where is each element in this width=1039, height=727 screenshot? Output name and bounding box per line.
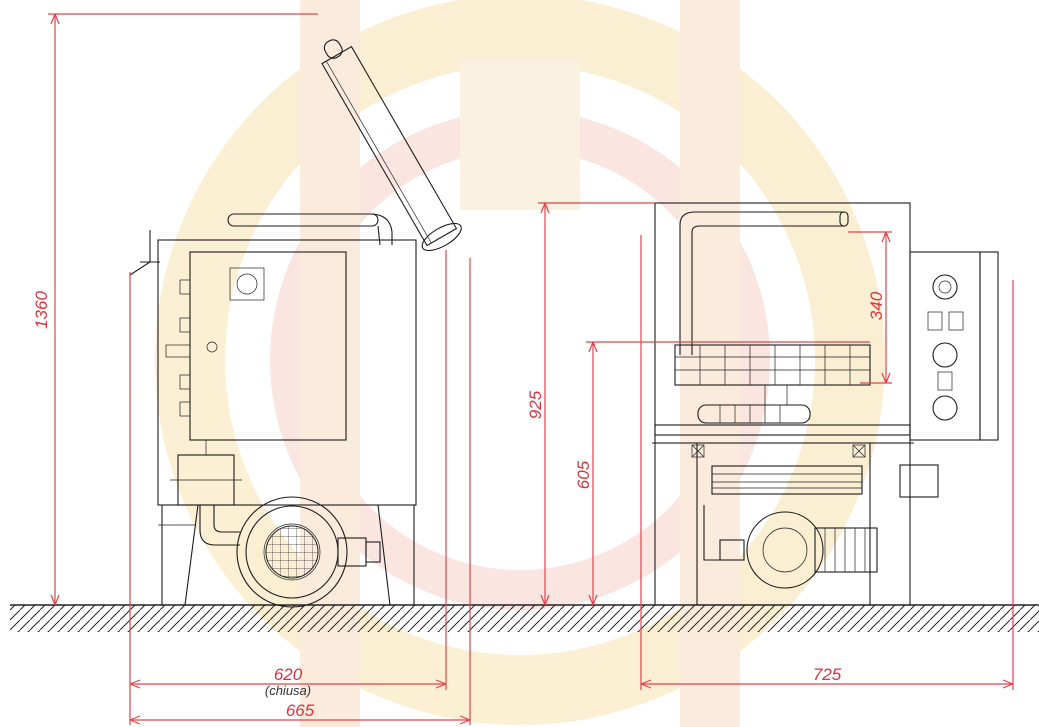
dim-label-depth: 725 <box>813 665 842 684</box>
dim-label-width-closed: 620 <box>274 665 303 684</box>
dim-label-tank-depth: 340 <box>867 291 886 320</box>
dim-label-frame-height: 925 <box>526 390 545 419</box>
front-view-machine <box>652 202 999 605</box>
dim-label-working-height: 605 <box>574 460 593 489</box>
dim-label-width-open: 665 <box>286 701 315 720</box>
dimension-lines <box>48 13 1014 725</box>
ground-hatching <box>10 604 1039 632</box>
dim-label-total-height: 1360 <box>32 291 51 329</box>
dim-label-width-closed-note: (chiusa) <box>265 683 311 698</box>
side-view-machine <box>129 39 462 608</box>
